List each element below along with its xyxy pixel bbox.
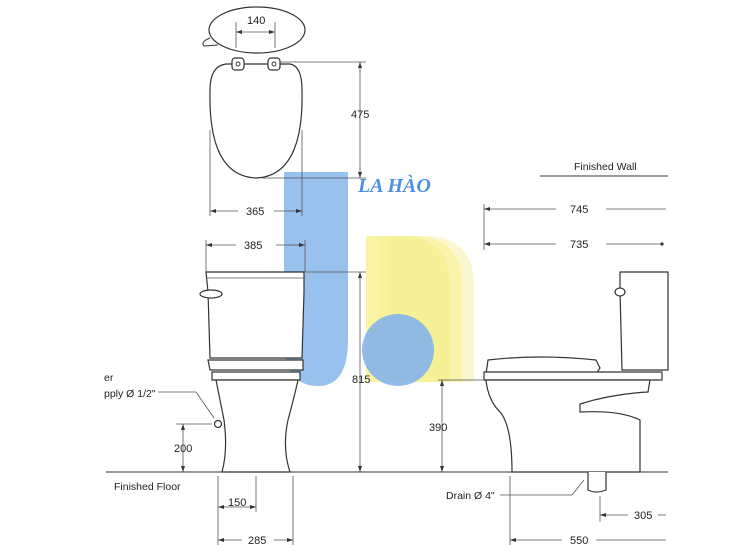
dim-wall-to-tank-front xyxy=(483,204,666,250)
dim-wall-to-tank-front-label: 745 xyxy=(570,204,588,216)
dim-drain-to-wall-label: 305 xyxy=(634,510,652,522)
watermark-text: LA HÀO xyxy=(357,174,431,197)
dim-seat-length-label: 475 xyxy=(351,109,369,121)
dim-hinge-spacing-label: 140 xyxy=(247,15,265,27)
dim-base-width-label: 285 xyxy=(248,535,266,547)
dim-tank-width xyxy=(205,240,306,272)
dim-wall-to-bowl-front xyxy=(484,242,664,246)
supply-label-line2: pply Ø 1/2" xyxy=(104,388,156,400)
dim-wall-to-bowl-front-label: 735 xyxy=(570,239,588,251)
dim-total-height-label: 815 xyxy=(352,374,370,386)
dim-hinge-spacing xyxy=(235,22,276,48)
side-view-toilet xyxy=(483,271,669,493)
dim-seat-height xyxy=(438,379,484,472)
front-view-toilet xyxy=(199,271,305,473)
dim-bowl-depth-label: 550 xyxy=(570,535,588,547)
dim-tank-width-label: 385 xyxy=(244,240,262,252)
top-view-seat xyxy=(209,57,303,179)
dim-seat-height-label: 390 xyxy=(429,422,447,434)
dim-seat-length xyxy=(262,61,366,179)
dim-supply-offset xyxy=(217,476,257,512)
watermark-logo xyxy=(284,172,474,386)
dim-bowl-depth xyxy=(509,476,666,545)
drain-callout xyxy=(500,479,585,496)
supply-label-line1: er xyxy=(104,372,114,384)
top-view-tank xyxy=(202,6,306,54)
drain-label: Drain Ø 4" xyxy=(446,490,495,502)
supply-connection xyxy=(158,391,223,472)
dim-base-width xyxy=(217,476,294,545)
dim-seat-width-label: 365 xyxy=(246,206,264,218)
dim-total-height xyxy=(305,271,366,472)
dim-supply-offset-label: 150 xyxy=(228,497,246,509)
finished-floor-label: Finished Floor xyxy=(114,481,181,493)
dim-drain-to-wall xyxy=(599,496,666,522)
dim-seat-width xyxy=(209,130,303,216)
finished-wall-label: Finished Wall xyxy=(574,161,637,173)
dim-supply-height-label: 200 xyxy=(174,443,192,455)
